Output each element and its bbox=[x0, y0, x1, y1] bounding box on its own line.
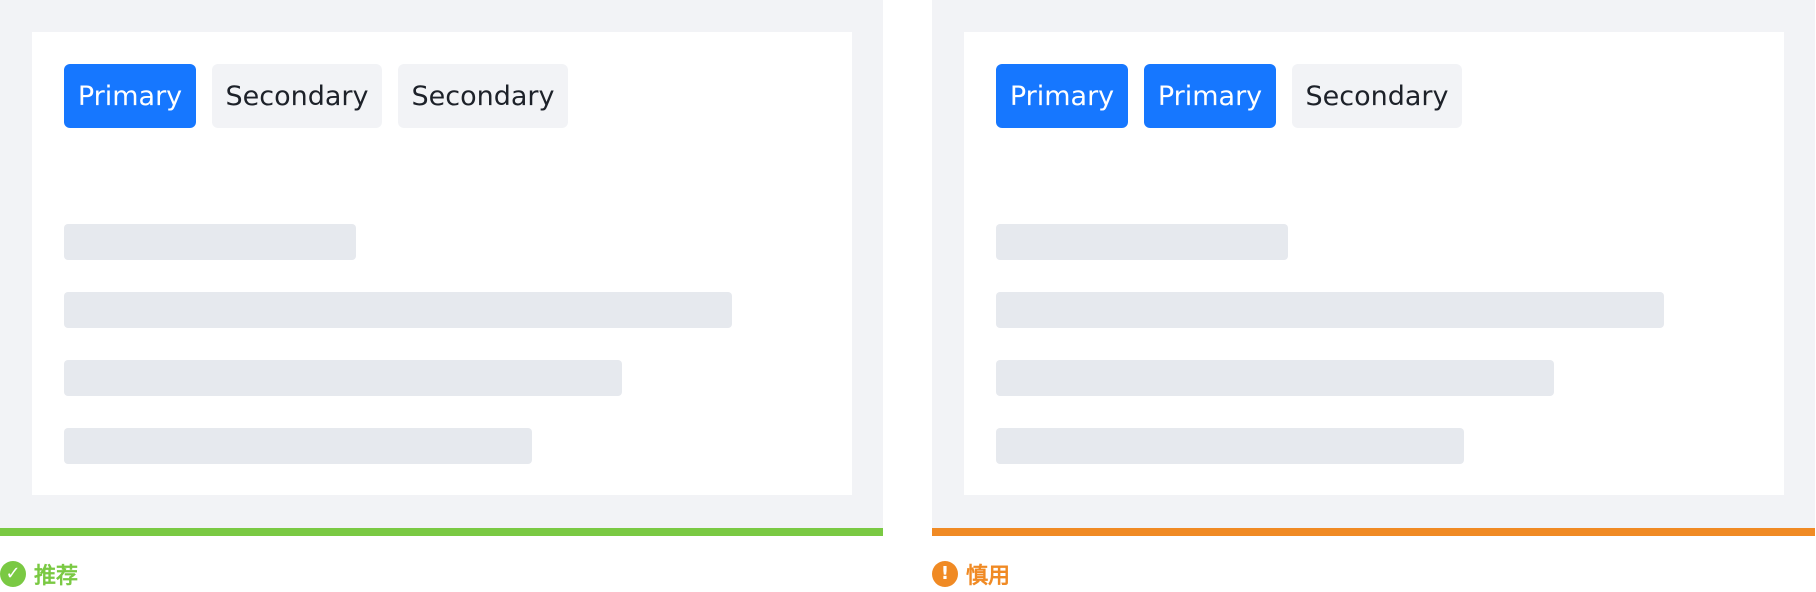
skeleton-line bbox=[64, 360, 622, 396]
status-bar-green bbox=[0, 528, 883, 536]
skeleton-line bbox=[64, 292, 732, 328]
check-circle-icon: ✓ bbox=[0, 561, 26, 587]
primary-button[interactable]: Primary bbox=[996, 64, 1128, 128]
status-bar-orange bbox=[932, 528, 1815, 536]
secondary-button[interactable]: Secondary bbox=[212, 64, 382, 128]
preview-frame: Primary Primary Secondary bbox=[932, 0, 1815, 528]
status-label: 推荐 bbox=[34, 564, 79, 589]
primary-button[interactable]: Primary bbox=[64, 64, 196, 128]
button-group: Primary Primary Secondary bbox=[996, 64, 1462, 128]
skeleton-line bbox=[996, 428, 1464, 464]
skeleton-line bbox=[996, 360, 1554, 396]
preview-frame: Primary Secondary Secondary bbox=[0, 0, 883, 528]
button-group: Primary Secondary Secondary bbox=[64, 64, 568, 128]
primary-button[interactable]: Primary bbox=[1144, 64, 1276, 128]
preview-card: Primary Secondary Secondary bbox=[32, 32, 852, 495]
recommend-status: ✓ 推荐 bbox=[0, 558, 78, 590]
status-label: 慎用 bbox=[966, 564, 1011, 589]
secondary-button[interactable]: Secondary bbox=[1292, 64, 1462, 128]
skeleton-line bbox=[996, 292, 1664, 328]
secondary-button[interactable]: Secondary bbox=[398, 64, 568, 128]
skeleton-line bbox=[64, 428, 532, 464]
skeleton-line bbox=[64, 224, 356, 260]
caution-status: ! 慎用 bbox=[932, 558, 1010, 590]
skeleton-line bbox=[996, 224, 1288, 260]
exclamation-circle-icon: ! bbox=[932, 561, 958, 587]
preview-card: Primary Primary Secondary bbox=[964, 32, 1784, 495]
